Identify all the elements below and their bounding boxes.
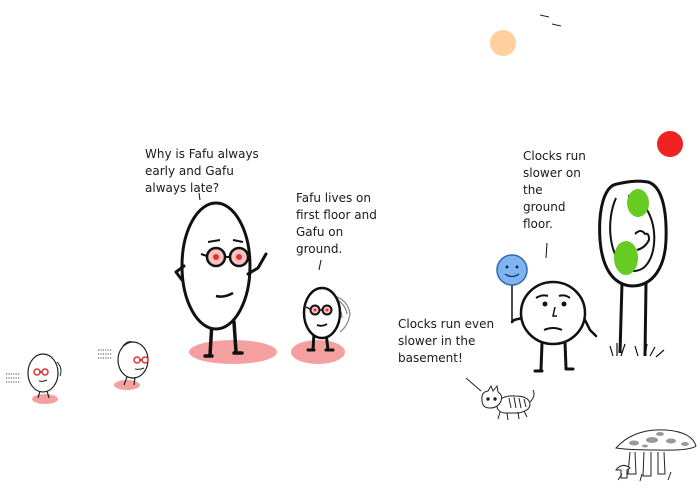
cat-body: [496, 395, 531, 414]
tiny-egg-left-leg: [46, 390, 50, 399]
smiley-balloon-icon: [496, 254, 528, 286]
tree-leaf-green: [627, 189, 649, 217]
big-egg-pupil: [236, 254, 242, 260]
round-face-eye: [542, 301, 548, 307]
tiny-egg-second-leg: [133, 376, 136, 386]
mushroom-icon: [614, 429, 697, 482]
cat-icon: [465, 377, 535, 421]
tiny-egg-second: [98, 341, 149, 390]
big-egg-mouth: [215, 291, 234, 298]
tiny-egg-second-leg: [123, 376, 128, 386]
small-egg-character: [291, 259, 351, 364]
big-egg-arm: [174, 264, 186, 282]
balloon-smile: [504, 273, 520, 278]
speech-text-cat: Clocks run even slower in the basement!: [398, 317, 495, 365]
big-egg-brow: [207, 239, 221, 243]
round-face-leg: [563, 340, 568, 370]
tiny-egg-second-mouth: [134, 367, 145, 370]
big-egg-character: [174, 192, 277, 364]
big-egg-glasses-arm: [200, 253, 208, 257]
round-face-nose: [552, 306, 557, 317]
speech-tick-cat: [465, 377, 482, 392]
round-face-mouth: [543, 327, 563, 331]
speech-tick-small: [318, 259, 322, 271]
speed-lines: [6, 373, 20, 383]
tiny-egg-left: [6, 353, 62, 404]
tiny-egg-left-shadow: [32, 394, 58, 404]
balloon-eye: [505, 265, 509, 269]
cat-eye: [493, 397, 497, 401]
round-face-eye: [561, 301, 567, 307]
round-face-brow: [535, 294, 549, 299]
mushroom-spots: [629, 432, 689, 448]
small-egg-body: [302, 286, 342, 340]
mushroom-small: [614, 464, 631, 479]
cat-eye: [486, 397, 490, 401]
speech-tick-big: [198, 192, 201, 201]
speech-text-big-egg: Why is Fafu always early and Gafu always…: [145, 147, 259, 195]
tiny-egg-left-arm: [56, 361, 62, 377]
mushroom-ground-strokes: [617, 471, 672, 482]
round-face-character: [496, 242, 598, 373]
sky-marks: [539, 14, 562, 27]
big-egg-brow: [232, 239, 244, 243]
speed-lines: [98, 349, 112, 359]
tiny-egg-second-eye: [133, 356, 141, 364]
speech-text-round-face: Clocks run slower on the ground floor.: [523, 149, 586, 231]
tree-leaf-green: [614, 241, 638, 275]
big-egg-arm: [246, 252, 268, 276]
big-egg-pupil: [213, 254, 219, 260]
tree-heart-mark: [634, 230, 651, 251]
small-egg-glasses-arm: [305, 306, 311, 310]
tiny-egg-second-hair: [120, 341, 134, 351]
moon-icon: [490, 30, 516, 56]
tiny-egg-left-leg: [37, 390, 41, 399]
mushroom-stems: [627, 451, 666, 477]
tiny-egg-left-mouth: [38, 379, 48, 382]
small-egg-shadow: [291, 340, 345, 364]
tiny-egg-second-eye: [141, 356, 149, 364]
red-ball-icon: [657, 131, 683, 157]
tree-icon: [598, 179, 668, 358]
balloon-eye: [515, 265, 519, 269]
cat-tail: [529, 389, 535, 403]
tree-grass: [609, 343, 665, 358]
big-egg-leg: [232, 320, 238, 354]
tiny-egg-second-shadow: [114, 380, 140, 390]
round-face-brow: [558, 294, 571, 299]
small-egg-mouth: [316, 323, 328, 327]
cat-stripes: [508, 396, 527, 409]
tree-trunk: [618, 282, 648, 357]
small-egg-pupil: [325, 308, 329, 312]
small-egg-pupil: [313, 308, 317, 312]
cat-head: [481, 384, 503, 409]
round-face-arm: [510, 316, 524, 324]
round-face-leg: [539, 341, 544, 372]
speech-text-small-egg: Fafu lives on first floor and Gafu on gr…: [296, 191, 377, 256]
cat-legs: [497, 410, 528, 421]
speech-tick-round: [545, 242, 548, 259]
tiny-egg-left-eye: [33, 368, 41, 376]
tiny-egg-left-eye: [41, 368, 49, 376]
